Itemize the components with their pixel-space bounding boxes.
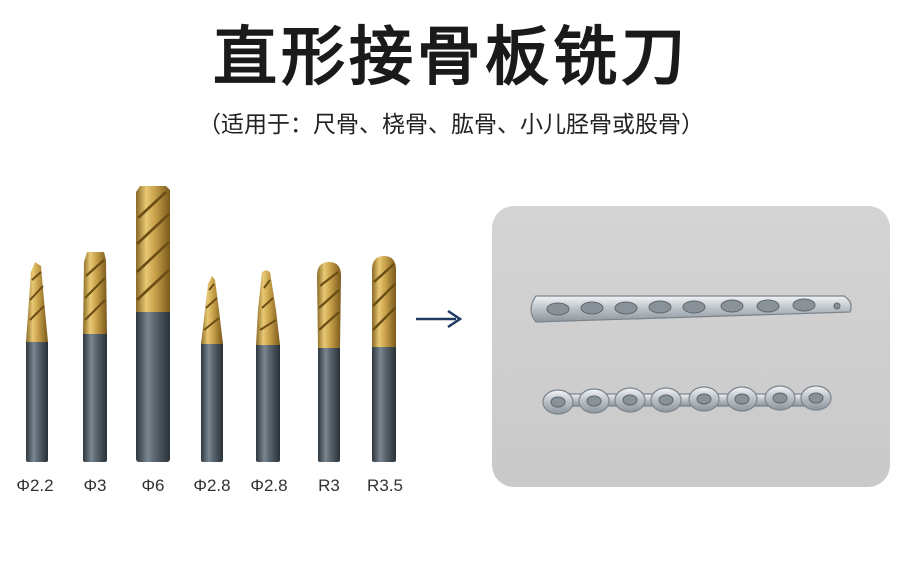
tool-label: R3 <box>318 476 340 495</box>
reconstruction-plate <box>542 385 832 415</box>
page-title: 直形接骨板铣刀 <box>213 20 689 95</box>
tool-label: Φ2.8 <box>193 476 231 495</box>
bone-plates-panel <box>492 206 890 487</box>
tool-r3 <box>317 262 341 462</box>
tool-phi2-8-conical <box>256 270 280 462</box>
tool-r3-5 <box>372 256 396 462</box>
right-arrow-icon <box>416 309 463 329</box>
bone-plates-illustration <box>530 295 852 415</box>
tool-phi2-8-tapered <box>201 276 223 462</box>
tool-phi3 <box>83 252 107 462</box>
tool-phi6 <box>136 186 170 462</box>
tool-phi2-2 <box>26 262 48 462</box>
page-subtitle: （适用于：尺骨、桡骨、肱骨、小儿胫骨或股骨） <box>198 112 704 138</box>
tool-label: Φ2.8 <box>250 476 288 495</box>
straight-locking-plate <box>530 295 852 323</box>
tool-label: Φ3 <box>83 476 107 495</box>
tool-label: R3.5 <box>367 476 403 495</box>
milling-cutters-illustration <box>26 186 396 462</box>
tool-label: Φ2.2 <box>16 476 54 495</box>
tool-label: Φ6 <box>141 476 165 495</box>
